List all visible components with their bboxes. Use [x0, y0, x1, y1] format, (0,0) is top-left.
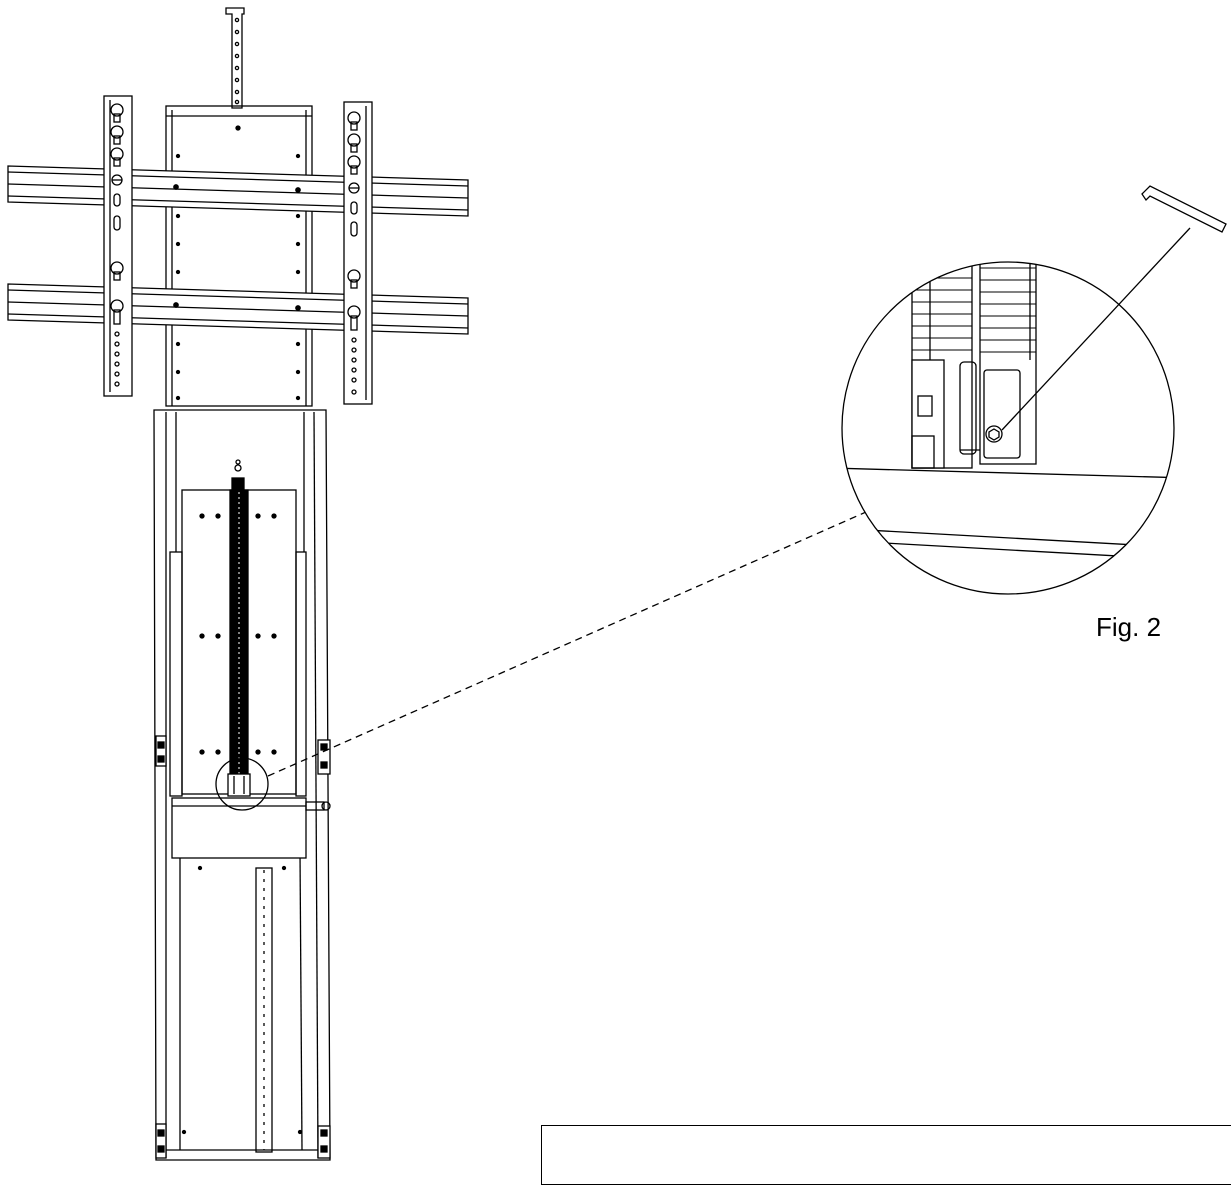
side-brackets	[155, 735, 331, 1159]
hex-key-pointer-line	[1001, 227, 1191, 431]
detail-leader-line	[267, 511, 867, 777]
vesa-arm-left	[103, 95, 133, 397]
top-strap	[225, 7, 245, 109]
figure-label: Fig. 2	[1096, 612, 1162, 642]
lower-column	[153, 409, 331, 1161]
horizontal-rail-upper	[7, 165, 469, 217]
gear-rack-lower	[255, 867, 273, 1153]
hex-key-icon	[1141, 185, 1227, 233]
vesa-arm-right	[343, 101, 373, 405]
gear-rack-upper	[229, 459, 249, 791]
caption-box	[541, 1125, 1231, 1185]
detail-marker-circle	[215, 757, 269, 811]
carriage-block	[171, 773, 331, 859]
horizontal-rail-lower	[7, 283, 469, 335]
upper-column	[165, 105, 313, 407]
